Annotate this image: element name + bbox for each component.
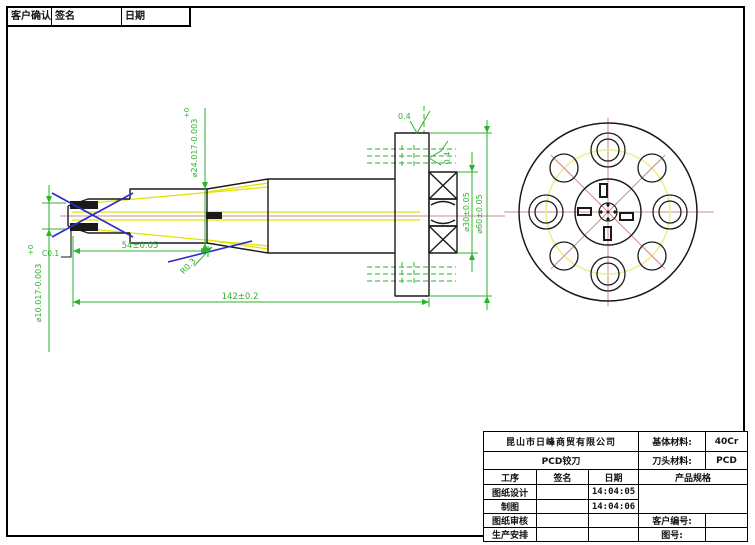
col-date: 日期	[588, 469, 639, 485]
dim-nut-dia: ⌀30±0.05	[462, 192, 471, 232]
roughness-symbols	[409, 110, 449, 166]
row-draft-date: 14:04:06	[588, 499, 639, 514]
base-material-label: 基体材料:	[638, 431, 706, 452]
company-name: 昆山市日峰商贸有限公司	[483, 431, 639, 452]
dim-fillet-radius: R0.3	[179, 257, 198, 277]
row-draft-label: 制图	[483, 499, 537, 514]
product-name: PCD铰刀	[483, 451, 639, 470]
blade-marks	[70, 201, 222, 231]
sheet-border	[6, 6, 745, 537]
row-review-label: 图纸审核	[483, 513, 537, 528]
dim-chamfer: C0.1	[42, 249, 59, 258]
dim-total-length: 142±0.2	[222, 292, 259, 302]
row-design-label: 图纸设计	[483, 484, 537, 500]
bolt-circle	[545, 149, 671, 275]
end-view	[518, 122, 698, 302]
customer-confirm-bar: 客户确认 签名 日期	[6, 6, 191, 27]
hole-cross-marks	[555, 159, 661, 265]
aux-blue-lines	[51, 192, 253, 263]
row-review-date	[588, 513, 639, 528]
roughness-side-value: 0.4	[443, 152, 452, 165]
date-label: 日期	[122, 8, 190, 26]
flute-lines	[72, 182, 420, 250]
signature-label: 签名	[52, 8, 122, 26]
customer-no-label: 客户编号:	[638, 513, 706, 528]
dim-head-length: 54±0.05	[122, 241, 159, 251]
dimension-arrows	[46, 126, 490, 305]
col-signature: 签名	[536, 469, 589, 485]
col-process: 工序	[483, 469, 537, 485]
drawing-no-value	[705, 527, 748, 542]
row-design-signature	[536, 484, 589, 500]
head-material-value: PCD	[705, 451, 748, 470]
row-draft-signature	[536, 499, 589, 514]
product-spec-label: 产品规格	[638, 469, 748, 485]
row-production-signature	[536, 527, 589, 542]
center-dots	[599, 203, 617, 221]
head-material-label: 刀头材料:	[638, 451, 706, 470]
row-design-date: 14:04:05	[588, 484, 639, 500]
title-block: 昆山市日峰商贸有限公司 基体材料: 40Cr PCD铰刀 刀头材料: PCD 工…	[483, 431, 748, 542]
dim-flange-dia: ⌀60±0.05	[475, 194, 484, 234]
product-spec-value	[638, 484, 748, 514]
part-outline	[61, 132, 458, 297]
row-production-date	[588, 527, 639, 542]
drawing-no-label: 图号:	[638, 527, 706, 542]
dim-shank-dia: ⌀24.017-0.003	[190, 119, 199, 178]
customer-no-value	[705, 513, 748, 528]
dim-tip-dia-tol: +0	[27, 245, 35, 255]
row-review-signature	[536, 513, 589, 528]
roughness-top-value: 0.4	[398, 112, 411, 121]
hidden-lines	[367, 106, 456, 285]
dimension-texts: ⌀10.017-0.003 +0 C0.1 ⌀24.017-0.003 +0 5…	[27, 108, 484, 322]
base-material-value: 40Cr	[705, 431, 748, 452]
dim-shank-dia-tol: +0	[183, 108, 191, 118]
dim-tip-dia: ⌀10.017-0.003	[34, 264, 43, 323]
row-production-label: 生产安排	[483, 527, 537, 542]
customer-confirm-label: 客户确认	[8, 8, 52, 26]
dimensions	[42, 108, 492, 352]
